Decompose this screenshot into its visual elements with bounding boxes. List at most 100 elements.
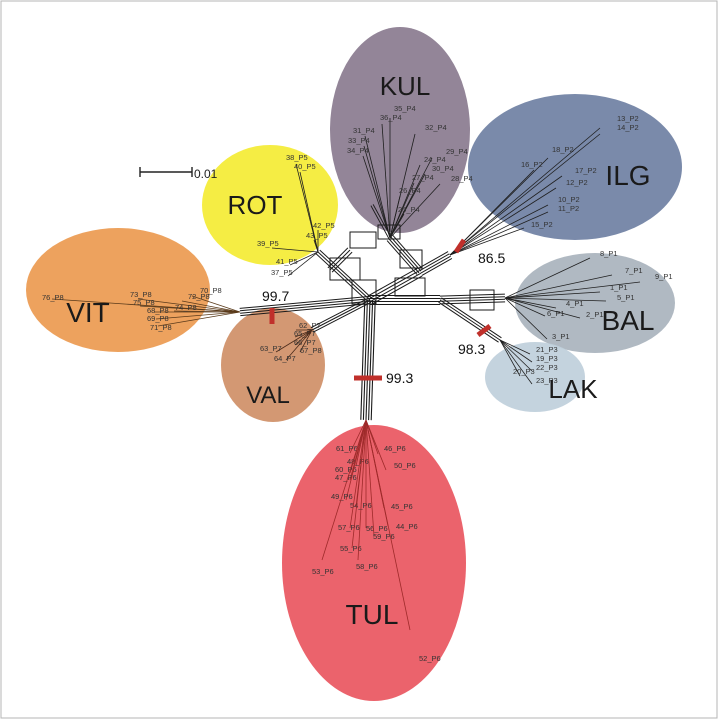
- leaf-label: 72_P8: [188, 292, 210, 301]
- scale-bar-label: 0.01: [194, 167, 218, 181]
- network-box: [329, 257, 361, 281]
- leaf-branch: [155, 311, 241, 320]
- network-edge: [240, 300, 371, 314]
- cluster-label-tul: TUL: [346, 599, 399, 630]
- leaf-label: 44_P6: [396, 522, 418, 531]
- leaf-branch: [173, 310, 241, 313]
- leaf-label: 70_P8: [200, 286, 222, 295]
- leaf-branch: [365, 419, 375, 537]
- leaf-branch: [499, 339, 531, 355]
- network-edge: [390, 236, 422, 272]
- network-box: [351, 279, 377, 305]
- leaf-branch: [294, 329, 313, 346]
- network-edge: [311, 299, 371, 331]
- cluster-bal-ellipse: [515, 253, 675, 353]
- leaf-label: 6_P1: [547, 309, 565, 318]
- leaf-label: 24_P4: [424, 155, 446, 164]
- leaf-label: 14_P2: [617, 123, 639, 132]
- leaf-branch: [345, 419, 367, 501]
- leaf-label: 28_P4: [451, 174, 473, 183]
- leaf-label: 65_P7: [294, 329, 316, 338]
- leaf-label: 74_P8: [175, 303, 197, 312]
- leaf-branch: [449, 211, 549, 256]
- leaf-branch: [349, 419, 367, 529]
- leaf-label: 17_P2: [575, 166, 597, 175]
- cluster-rot-ellipse: [202, 145, 338, 265]
- leaf-branch: [139, 305, 241, 313]
- leaf-label: 25_P4: [398, 205, 420, 214]
- leaf-branch: [363, 145, 391, 239]
- leaf-branch: [499, 339, 521, 377]
- network-edge: [312, 301, 372, 333]
- leaf-branch: [299, 171, 319, 253]
- network-edge: [439, 296, 505, 300]
- leaf-branch: [504, 291, 601, 299]
- leaf-branch: [365, 419, 411, 631]
- leaf-label: 41_P5: [276, 257, 298, 266]
- leaf-label: 60_P6: [335, 465, 357, 474]
- leaf-branch: [381, 123, 391, 239]
- leaf-label: 26_P4: [399, 186, 421, 195]
- network-box: [349, 231, 377, 249]
- network-box: [394, 277, 426, 297]
- network-edge: [239, 295, 370, 309]
- leaf-branch: [504, 274, 613, 299]
- network-edge: [317, 251, 371, 301]
- leaf-branch: [294, 329, 313, 338]
- leaf-label: 33_P4: [348, 136, 370, 145]
- support-value-lak: 98.3: [458, 341, 485, 357]
- network-edge: [419, 253, 450, 272]
- network-edge: [438, 301, 499, 343]
- leaf-label: 35_P4: [394, 104, 416, 113]
- network-edge: [370, 205, 390, 239]
- support-value-tul: 99.3: [386, 370, 413, 386]
- leaf-label: 53_P6: [312, 567, 334, 576]
- leaf-branch: [449, 187, 557, 256]
- network-edge: [388, 238, 420, 274]
- leaf-label: 30_P4: [432, 164, 454, 173]
- leaf-label: 39_P5: [257, 239, 279, 248]
- leaf-label: 18_P2: [552, 145, 574, 154]
- network-edge: [392, 235, 424, 270]
- leaf-branch: [313, 239, 319, 253]
- cluster-label-rot: ROT: [228, 190, 283, 220]
- leaf-label: 13_P2: [617, 114, 639, 123]
- leaf-label: 16_P2: [521, 160, 543, 169]
- leaf-label: 2_P1: [586, 310, 604, 319]
- leaf-label: 59_P6: [373, 532, 395, 541]
- leaf-label: 9_P1: [655, 272, 673, 281]
- leaf-label: 31_P4: [353, 126, 375, 135]
- cluster-label-bal: BAL: [602, 305, 655, 336]
- network-edge: [386, 240, 418, 275]
- leaf-branch: [181, 300, 241, 313]
- leaf-label: 57_P6: [338, 523, 360, 532]
- leaf-label: 5_P1: [617, 293, 635, 302]
- leaf-label: 52_P6: [419, 654, 441, 663]
- leaf-label: 61_P6: [336, 444, 358, 453]
- leaf-label: 43_P5: [306, 231, 328, 240]
- network-box: [469, 289, 495, 311]
- leaf-label: 8_P1: [600, 249, 618, 258]
- leaf-branch: [362, 155, 391, 239]
- leaf-branch: [504, 297, 607, 302]
- leaf-branch: [449, 127, 601, 256]
- leaf-branch: [137, 298, 241, 313]
- leaf-label: 19_P3: [536, 354, 558, 363]
- cluster-tul-ellipse: [282, 425, 466, 701]
- leaf-branch: [157, 311, 241, 327]
- leaf-branch: [504, 297, 548, 340]
- cluster-label-val: VAL: [246, 382, 290, 409]
- leaf-label: 46_P6: [384, 444, 406, 453]
- network-edge: [319, 249, 373, 299]
- leaf-label: 45_P6: [391, 502, 413, 511]
- leaf-branch: [389, 182, 415, 239]
- leaf-branch: [351, 419, 367, 549]
- cluster-val-ellipse: [221, 308, 325, 422]
- leaf-branch: [504, 257, 591, 299]
- leaf-branch: [321, 419, 367, 561]
- leaf-label: 48_P6: [347, 457, 369, 466]
- leaf-label: 42_P5: [313, 221, 335, 230]
- leaf-branch: [449, 175, 563, 256]
